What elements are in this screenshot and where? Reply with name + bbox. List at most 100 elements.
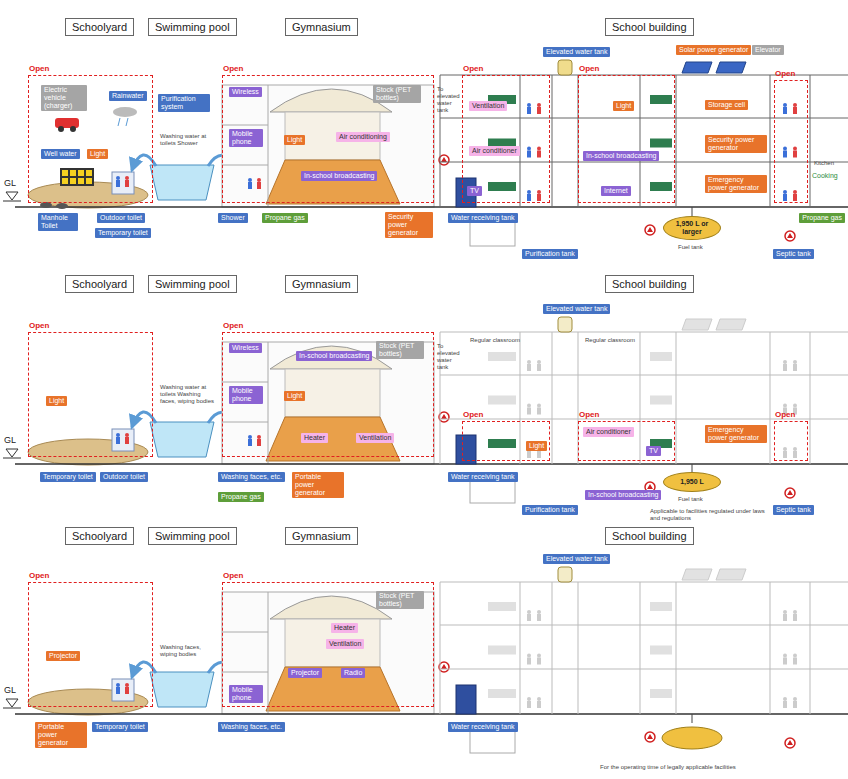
toilet-icon xyxy=(125,683,129,687)
floor-line xyxy=(440,162,848,163)
label-text: For the operating time of legally applic… xyxy=(600,764,736,771)
note-text: Kitchen xyxy=(814,160,834,167)
toilet-icon xyxy=(783,360,787,364)
elevated-water-tank xyxy=(558,317,572,332)
toilet-icon xyxy=(783,610,787,614)
label-text: Regular classroom xyxy=(585,337,635,344)
blackboard xyxy=(650,95,672,104)
water-facility-label: Washing faces, etc. xyxy=(218,722,285,732)
toilet-icon xyxy=(783,404,787,408)
toilet-icon xyxy=(793,447,797,451)
section-header: Schoolyard xyxy=(65,18,134,36)
toilet-icon xyxy=(527,194,531,201)
toilet-icon xyxy=(793,360,797,364)
label-text: Stock (PET bottles) xyxy=(379,592,421,608)
communication-label: Projector xyxy=(288,668,322,678)
wall-line xyxy=(578,582,579,714)
note-text: To elevated water tank xyxy=(437,86,461,114)
label-text: Schoolyard xyxy=(72,21,127,33)
note-text: Washing faces, wiping bodies xyxy=(160,644,215,658)
label-text: Shower xyxy=(221,214,245,222)
toilet-icon xyxy=(116,687,120,694)
label-text: Cooking xyxy=(812,172,838,179)
gym-hall-wall xyxy=(285,619,380,667)
elevated-water-tank xyxy=(558,60,572,75)
toilet-icon xyxy=(537,151,541,158)
power-label: Portable power generator xyxy=(35,722,87,748)
label-text: School building xyxy=(612,21,687,33)
wall-line xyxy=(810,75,811,207)
fuel-pipe xyxy=(692,207,693,216)
gl-marker xyxy=(3,201,21,202)
pool-basin xyxy=(150,422,214,457)
toilet-icon xyxy=(125,687,129,694)
label-text: Elevated water tank xyxy=(546,48,607,56)
pump-symbol xyxy=(787,233,793,238)
wall-line xyxy=(520,75,521,207)
light-cell xyxy=(78,170,84,176)
label-text: TV xyxy=(470,187,479,195)
toilet-icon xyxy=(116,437,120,444)
pool-basin xyxy=(150,672,214,707)
toilet-icon xyxy=(783,447,787,451)
note-text: Fuel tank xyxy=(678,496,703,503)
label-text: Light xyxy=(90,150,105,158)
note-text: Regular classroom xyxy=(470,337,520,344)
toilet-icon xyxy=(527,614,531,621)
open-heading: Open xyxy=(463,410,483,419)
ground-line xyxy=(15,206,848,208)
water-facility-label: Well water xyxy=(41,149,80,159)
note-text: Fuel tank xyxy=(678,244,703,251)
blackboard xyxy=(488,689,516,698)
rain-cloud xyxy=(113,107,137,117)
label-text: Light xyxy=(287,136,302,144)
toilet-icon xyxy=(527,697,531,701)
label-text: Ventilation xyxy=(329,640,361,648)
floor-line xyxy=(440,669,848,670)
toilet-icon xyxy=(248,435,252,439)
toilet-icon xyxy=(537,701,541,708)
label-text: Water receiving tank xyxy=(451,214,515,222)
solar-panel xyxy=(716,319,746,330)
room-divider xyxy=(222,125,268,126)
room-divider xyxy=(222,632,268,633)
label-text: Fuel tank xyxy=(678,244,703,251)
solar-panel xyxy=(716,62,746,73)
label-text: Outdoor toilet xyxy=(100,214,142,222)
gym-building xyxy=(222,342,434,464)
wall-line xyxy=(552,332,553,464)
power-label: Light xyxy=(284,391,305,401)
wall-line xyxy=(640,582,641,714)
electric-vehicle xyxy=(55,118,79,128)
water-facility-label: Elevated water tank xyxy=(543,47,610,57)
water-facility-label: Manhole Toilet xyxy=(38,213,78,231)
water-facility-label: Water receiving tank xyxy=(448,472,518,482)
communication-label: In-school broadcasting xyxy=(296,351,372,361)
gym-floor xyxy=(266,667,400,711)
toilet-icon xyxy=(537,451,541,458)
label-text: In-school broadcasting xyxy=(588,491,658,499)
open-area: OpenLightIn-school broadcastingInternet xyxy=(578,75,675,203)
open-area: OpenAir conditionerTV xyxy=(578,421,675,461)
label-text: Electric vehicle (charger) xyxy=(44,86,84,110)
pump-symbol xyxy=(441,664,447,669)
blackboard xyxy=(488,602,516,611)
label-text: In-school broadcasting xyxy=(586,152,656,160)
gym-floor xyxy=(266,417,400,461)
power-label: Emergency power generator xyxy=(705,175,767,193)
solar-panel xyxy=(682,319,712,330)
wall-line xyxy=(810,332,811,464)
label-text: Stock (PET bottles) xyxy=(376,86,418,102)
gas-text: Cooking xyxy=(812,172,838,179)
section-header: School building xyxy=(605,527,694,545)
label-text: Light xyxy=(287,392,302,400)
section-header: Gymnasium xyxy=(285,18,358,36)
blackboard xyxy=(650,646,672,655)
pump-symbol xyxy=(785,488,795,498)
toilet-icon xyxy=(527,190,531,194)
label-text: Well water xyxy=(44,150,77,158)
label-text: Security power generator xyxy=(388,213,430,237)
toilet-icon xyxy=(783,701,787,708)
open-heading: Open xyxy=(29,321,49,330)
